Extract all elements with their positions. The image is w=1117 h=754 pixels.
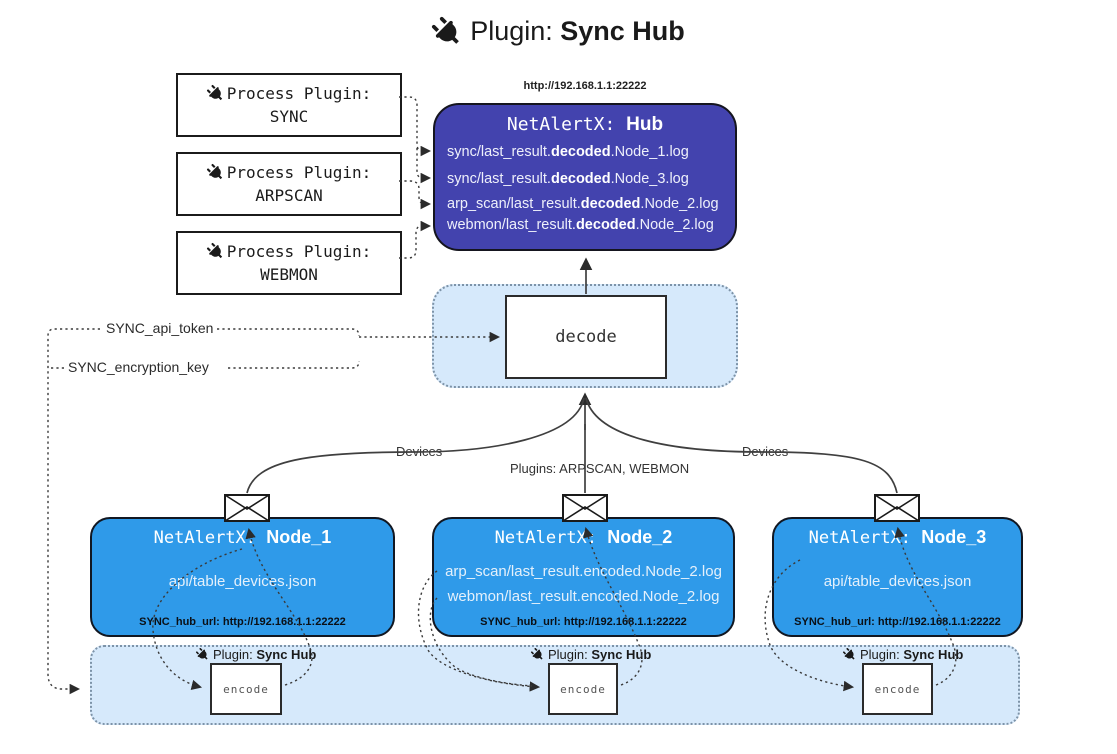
node-1-box: NetAlertX: Node_1 api/table_devices.json…	[90, 517, 395, 637]
page-title: Plugin: Sync Hub	[470, 16, 685, 47]
envelope-icon-node3	[874, 494, 920, 522]
decode-box: decode	[505, 295, 667, 379]
plug-icon	[193, 645, 211, 663]
hub-title-prefix: NetAlertX:	[506, 114, 616, 135]
encode-box-2: encode	[548, 663, 618, 715]
node-title: NetAlertX: Node_1	[153, 527, 332, 548]
edge-webmon-to-entry4	[399, 220, 432, 259]
title-prefix: Plugin:	[470, 16, 553, 46]
hub-log-entry: sync/last_result.decoded.Node_3.log	[447, 171, 689, 187]
edge-sync-to-entry1	[399, 96, 432, 157]
encoder-label-1: Plugin: Sync Hub	[196, 647, 316, 662]
edge-encryption-key-line	[228, 360, 360, 369]
sync-encryption-key-label: SYNC_encryption_key	[64, 359, 213, 375]
plug-icon	[203, 239, 227, 263]
node-hub-url: SYNC_hub_url: http://192.168.1.1:22222	[139, 616, 346, 628]
process-plugin-sync: Process Plugin: SYNC	[176, 73, 402, 137]
edge-sync-to-entry2	[416, 148, 432, 184]
hub-log-entry: webmon/last_result.decoded.Node_2.log	[447, 217, 714, 233]
envelope-icon-node1	[224, 494, 270, 522]
hub-title-name: Hub	[626, 114, 664, 135]
process-plugin-name: ARPSCAN	[255, 186, 323, 205]
plug-icon	[528, 645, 546, 663]
process-plugin-name: WEBMON	[260, 265, 318, 284]
title-name: Sync Hub	[560, 16, 685, 46]
node-file: api/table_devices.json	[168, 573, 317, 590]
hub-log-entry: arp_scan/last_result.decoded.Node_2.log	[447, 196, 719, 212]
edge-label-plugins-center: Plugins: ARPSCAN, WEBMON	[506, 461, 694, 476]
hub-title: NetAlertX: Hub	[435, 114, 735, 136]
hub-log-list: sync/last_result.decoded.Node_1.log sync…	[447, 144, 719, 233]
node-2-box: NetAlertX: Node_2 arp_scan/last_result.e…	[432, 517, 735, 637]
diagram-title: Plugin: Sync Hub	[0, 16, 1117, 47]
plug-icon	[840, 645, 858, 663]
hub-log-entry: sync/last_result.decoded.Node_1.log	[447, 144, 689, 160]
node-3-box: NetAlertX: Node_3 api/table_devices.json…	[772, 517, 1023, 637]
encoder-label-3: Plugin: Sync Hub	[843, 647, 963, 662]
envelope-icon-node2	[562, 494, 608, 522]
node-file-list: arp_scan/last_result.encoded.Node_2.log …	[434, 563, 733, 605]
node-file: arp_scan/last_result.encoded.Node_2.log	[445, 563, 722, 580]
process-plugin-label: Process Plugin:	[226, 162, 372, 182]
node-file: api/table_devices.json	[823, 573, 972, 590]
node-hub-url: SYNC_hub_url: http://192.168.1.1:22222	[480, 616, 687, 628]
edge-secrets-to-encoders	[47, 328, 100, 695]
plug-icon	[203, 160, 227, 184]
node-file: webmon/last_result.encoded.Node_2.log	[447, 588, 720, 605]
encode-box-3: encode	[862, 663, 933, 715]
encoder-label-2: Plugin: Sync Hub	[531, 647, 651, 662]
plug-icon	[203, 81, 227, 105]
process-plugin-name: SYNC	[269, 107, 309, 126]
process-plugin-webmon: Process Plugin: WEBMON	[176, 231, 402, 295]
plug-icon	[426, 10, 468, 52]
hub-url: http://192.168.1.1:22222	[523, 80, 647, 92]
edge-label-devices-left: Devices	[392, 444, 447, 459]
node-hub-url: SYNC_hub_url: http://192.168.1.1:22222	[794, 616, 1001, 628]
node-file-list: api/table_devices.json	[774, 573, 1021, 590]
hub-box: NetAlertX: Hub sync/last_result.decoded.…	[433, 103, 737, 251]
process-plugin-arpscan: Process Plugin: ARPSCAN	[176, 152, 402, 216]
sync-api-token-label: SYNC_api_token	[102, 320, 218, 336]
process-plugin-label: Process Plugin:	[226, 83, 372, 103]
edge-label-devices-right: Devices	[738, 444, 793, 459]
encode-box-1: encode	[210, 663, 282, 715]
edge-arpscan-to-entry3	[399, 180, 432, 210]
node-title: NetAlertX: Node_2	[494, 527, 673, 548]
process-plugin-label: Process Plugin:	[226, 241, 372, 261]
node-file-list: api/table_devices.json	[92, 573, 393, 590]
node-title: NetAlertX: Node_3	[808, 527, 987, 548]
edge-api-token-line	[217, 328, 360, 337]
